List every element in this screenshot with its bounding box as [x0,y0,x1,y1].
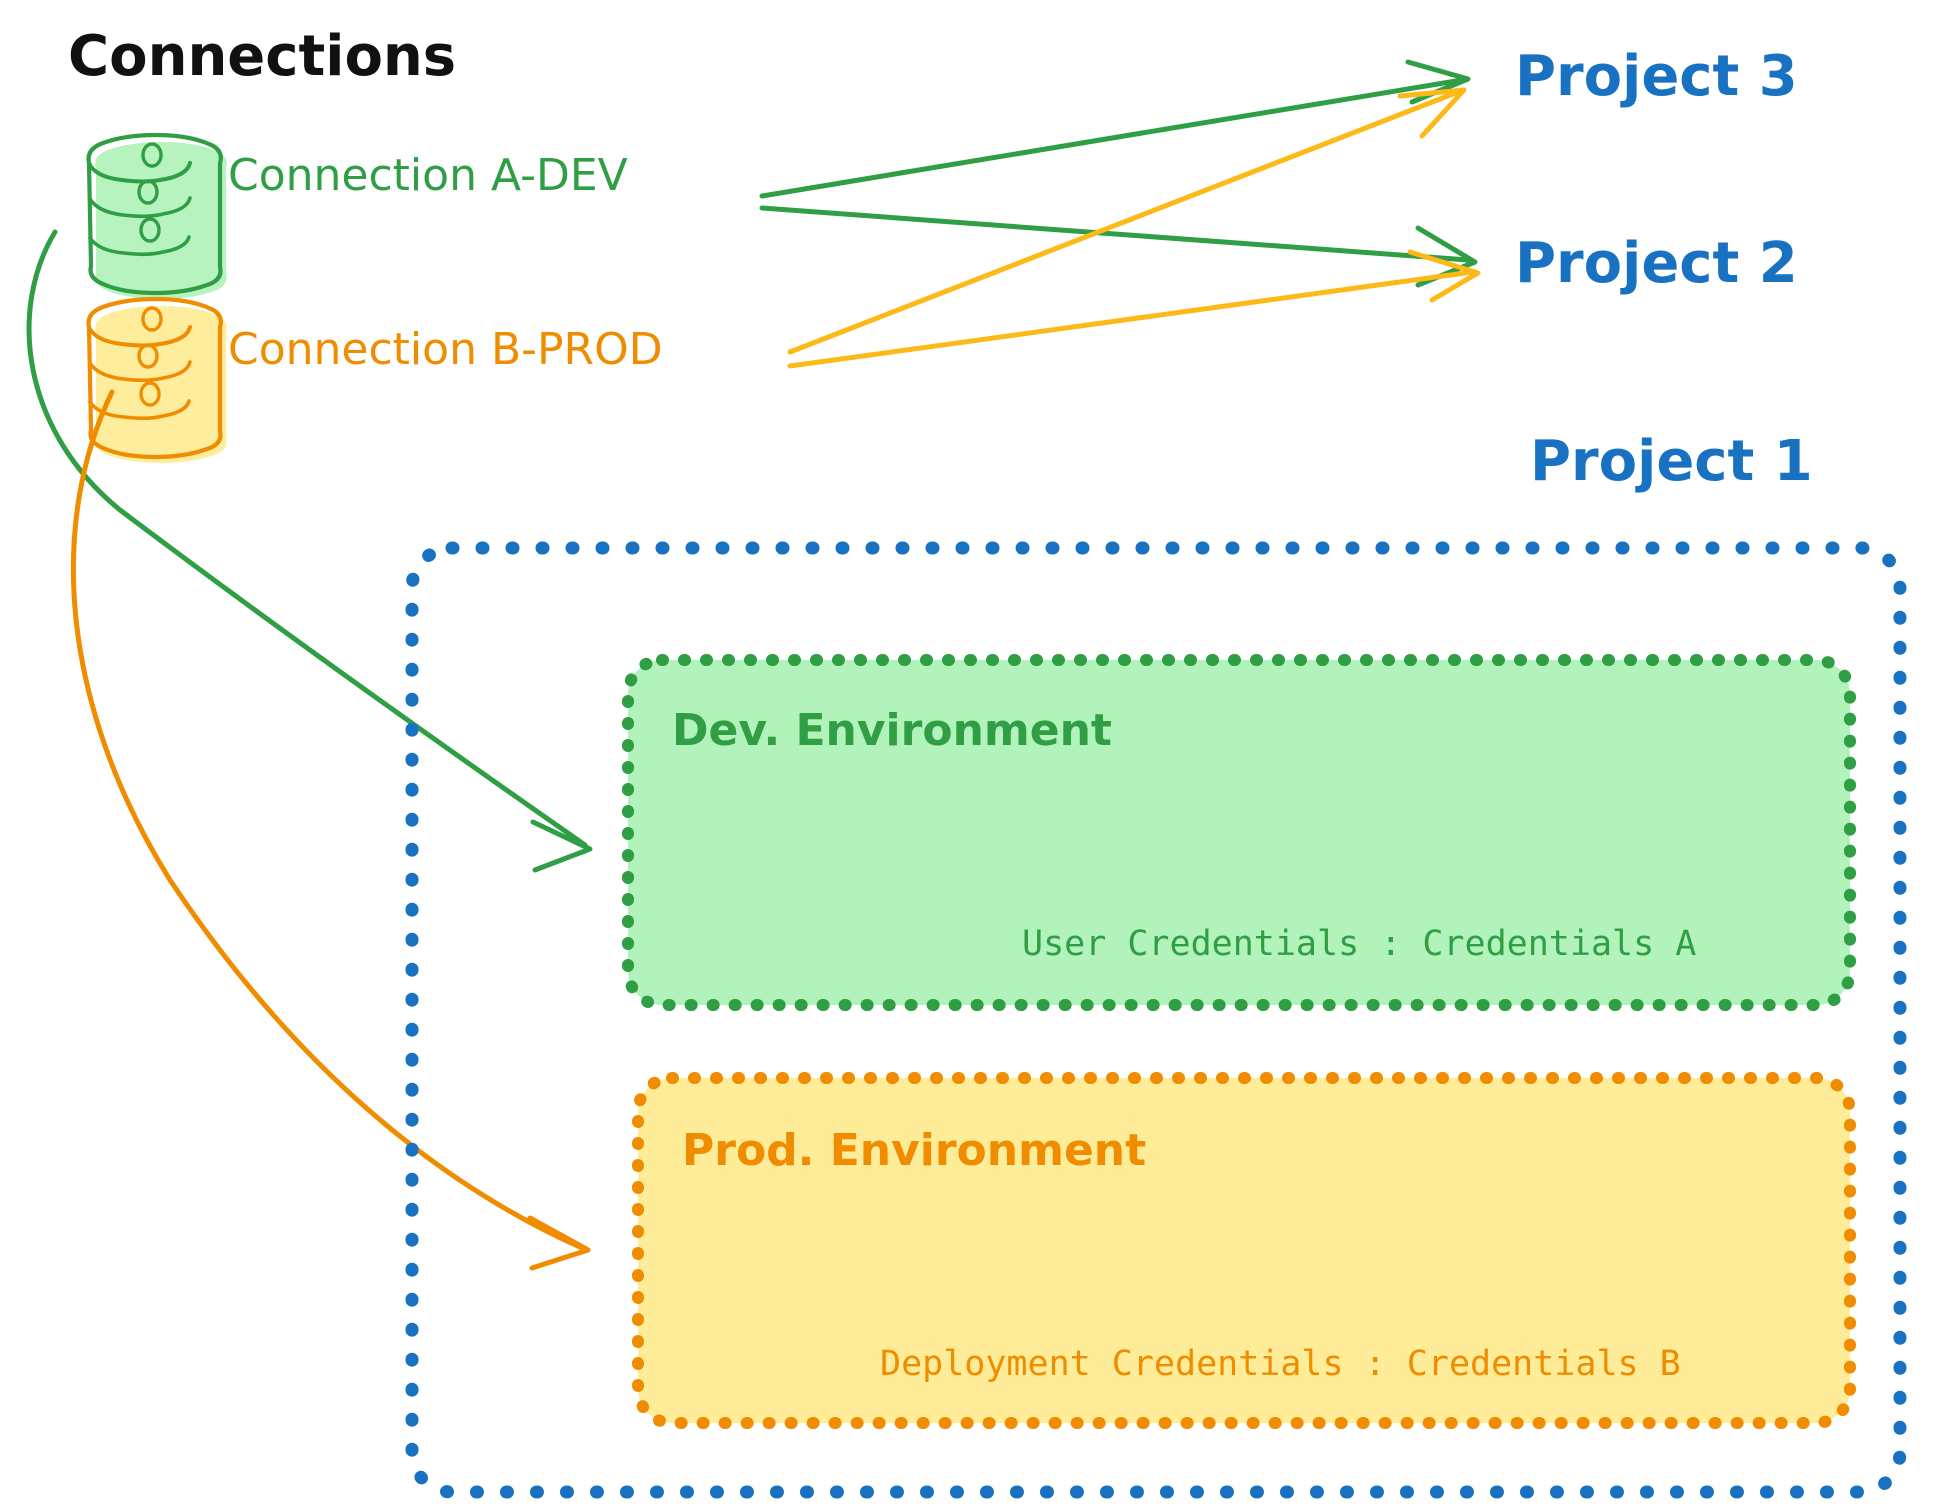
project-label-project-3: Project 3 [1515,44,1798,109]
dev-environment-box: Dev. Environment User Credentials : Cred… [622,654,1856,1011]
edge-b-prod-to-prod-environment [70,389,591,1271]
edge-a-dev-to-project-2 [759,205,1478,288]
prod-environment-box: Prod. Environment Deployment Credentials… [632,1072,1856,1429]
connection-label-a-dev: Connection A-DEV [228,150,628,201]
dev-environment-border [622,654,1856,1011]
connection-label-b-prod: Connection B-PROD [228,324,663,375]
database-icon-a-dev [86,132,227,299]
dev-environment-title: Dev. Environment [672,705,1112,756]
edge-b-prod-to-project-3 [787,87,1467,355]
database-icon-b-prod [86,296,227,463]
project-label-project-2: Project 2 [1515,231,1798,296]
project-label-project-1: Project 1 [1530,429,1813,494]
dev-environment-credentials: User Credentials : Credentials A [1022,924,1696,964]
edge-a-dev-to-dev-environment [26,229,593,873]
page-title: Connections [68,24,456,89]
edge-b-prod-to-project-2 [787,249,1481,369]
prod-environment-border [632,1072,1856,1429]
prod-environment-credentials: Deployment Credentials : Credentials B [880,1344,1681,1384]
prod-environment-title: Prod. Environment [682,1125,1146,1176]
